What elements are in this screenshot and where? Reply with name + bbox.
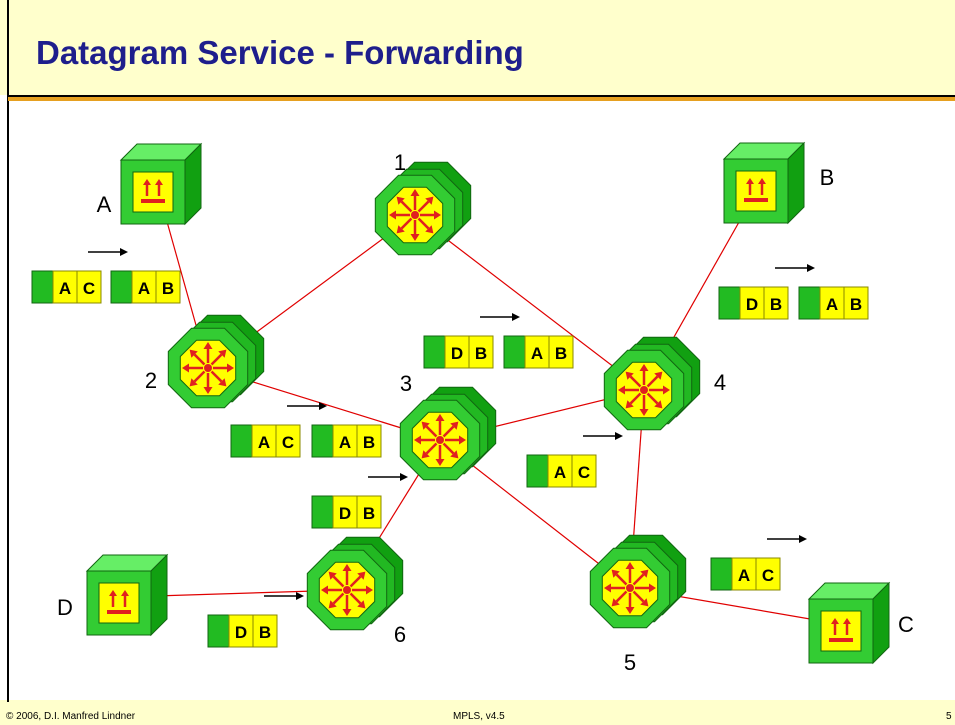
packet-destination: B — [770, 295, 782, 314]
footer-bar: © 2006, D.I. Manfred Lindner MPLS, v4.5 … — [0, 700, 955, 725]
router-icon — [601, 559, 659, 617]
router-label: 2 — [145, 368, 157, 393]
packet-source: D — [235, 623, 247, 642]
packet-destination: B — [850, 295, 862, 314]
router-label: 1 — [394, 150, 406, 175]
packet-destination: C — [762, 566, 774, 585]
packet-destination: B — [363, 433, 375, 452]
host-label: D — [57, 595, 73, 620]
packet-destination: B — [259, 623, 271, 642]
arrow-right-icon — [583, 432, 623, 440]
page-number: 5 — [946, 711, 952, 722]
packet-destination: B — [162, 279, 174, 298]
host-b: B — [722, 141, 835, 225]
arrow-right-icon — [775, 264, 815, 272]
packet-destination: C — [83, 279, 95, 298]
host-label: A — [97, 192, 112, 217]
host-icon — [820, 610, 862, 652]
header-bar: Datagram Service - Forwarding — [0, 0, 955, 95]
packet-source: D — [746, 295, 758, 314]
packet-source: D — [451, 344, 463, 363]
packet-source: A — [826, 295, 838, 314]
host-label: C — [898, 612, 914, 637]
host-d: D — [57, 553, 169, 637]
arrow-right-icon — [480, 313, 520, 321]
footer-course: MPLS, v4.5 — [453, 711, 505, 722]
packet-source: A — [59, 279, 71, 298]
link-1-4 — [414, 214, 645, 391]
footer-copyright: © 2006, D.I. Manfred Lindner — [6, 711, 136, 722]
slide-title: Datagram Service - Forwarding — [36, 34, 524, 71]
router-1: 1 — [374, 150, 472, 256]
packet-source: A — [738, 566, 750, 585]
router-label: 6 — [394, 622, 406, 647]
packet-source: A — [258, 433, 270, 452]
packet-destination: C — [282, 433, 294, 452]
arrow-right-icon — [264, 592, 304, 600]
packet-source: A — [339, 433, 351, 452]
router-2: 2 — [145, 314, 265, 409]
router-4: 4 — [603, 336, 726, 431]
router-6: 6 — [306, 536, 406, 647]
packet-destination: C — [578, 463, 590, 482]
host-icon — [132, 171, 174, 213]
arrow-right-icon — [88, 248, 128, 256]
router-icon — [386, 186, 444, 244]
router-icon — [318, 561, 376, 619]
router-3: 3 — [399, 371, 497, 481]
host-c: C — [807, 581, 914, 665]
packet-source: A — [554, 463, 566, 482]
packet-destination: B — [555, 344, 567, 363]
arrow-right-icon — [767, 535, 807, 543]
packet-source: A — [138, 279, 150, 298]
router-icon — [179, 339, 237, 397]
host-a: A — [97, 142, 203, 226]
arrow-right-icon — [368, 473, 408, 481]
packet-destination: B — [363, 504, 375, 523]
host-icon — [98, 582, 140, 624]
router-icon — [411, 411, 469, 469]
router-label: 4 — [714, 370, 726, 395]
router-5: 5 — [589, 534, 687, 675]
arrow-right-icon — [287, 402, 327, 410]
host-icon — [735, 170, 777, 212]
packet-destination: B — [475, 344, 487, 363]
router-label: 3 — [400, 371, 412, 396]
host-label: B — [820, 165, 835, 190]
router-label: 5 — [624, 650, 636, 675]
packet-source: D — [339, 504, 351, 523]
router-icon — [615, 361, 673, 419]
packet-source: A — [531, 344, 543, 363]
